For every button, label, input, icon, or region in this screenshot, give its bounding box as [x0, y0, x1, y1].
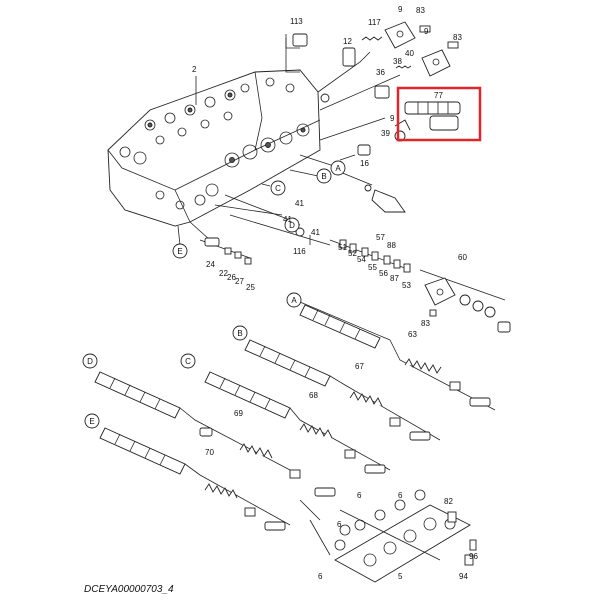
callout-D-spool: D	[82, 353, 98, 369]
callout-E-spool-label: E	[89, 417, 94, 426]
callout-C-spool: C	[180, 353, 196, 369]
label-60: 60	[458, 253, 467, 262]
label-55: 55	[368, 263, 377, 272]
label-51: 51	[338, 243, 347, 252]
label-5: 5	[398, 572, 403, 581]
label-113: 113	[290, 17, 303, 26]
callout-E: E	[172, 243, 188, 259]
solenoid-valve-77	[394, 101, 461, 142]
label-69: 69	[234, 409, 243, 418]
spring-69	[199, 427, 336, 497]
callout-B-spool: B	[232, 325, 248, 341]
callout-C-label: C	[275, 184, 281, 193]
label-6-b: 6	[357, 491, 362, 500]
cover-plate-5	[299, 489, 477, 583]
callout-E-label: E	[177, 247, 182, 256]
label-41-b: 41	[283, 215, 292, 224]
label-67: 67	[355, 362, 364, 371]
label-57: 57	[376, 233, 385, 242]
label-6-d: 6	[318, 572, 323, 581]
label-116: 116	[293, 247, 306, 256]
label-12: 12	[343, 37, 352, 46]
spool-C	[204, 371, 391, 471]
label-27: 27	[235, 277, 244, 286]
label-82: 82	[444, 497, 453, 506]
row-small-parts	[329, 239, 411, 273]
highlight-box-77	[396, 86, 482, 142]
label-68: 68	[309, 391, 318, 400]
callout-D-label: D	[289, 221, 295, 230]
callout-D: D	[284, 217, 300, 233]
label-96: 96	[469, 552, 478, 561]
spool-D	[94, 371, 291, 471]
label-70: 70	[205, 448, 214, 457]
spool-A	[299, 301, 391, 349]
spool-B	[244, 339, 441, 441]
label-6-a: 6	[337, 520, 342, 529]
label-41-a: 41	[295, 199, 304, 208]
valve-body	[107, 69, 321, 227]
relief-valve-60	[419, 269, 511, 333]
label-54: 54	[357, 255, 366, 264]
callout-D-spool-label: D	[87, 357, 93, 366]
label-94: 94	[459, 572, 468, 581]
callout-A-label: A	[335, 164, 341, 173]
label-24: 24	[206, 260, 215, 269]
label-9-top: 9	[398, 5, 403, 14]
label-22: 22	[219, 269, 228, 278]
label-39: 39	[381, 129, 390, 138]
label-56: 56	[379, 269, 388, 278]
label-40: 40	[405, 49, 414, 58]
callout-C: C	[270, 180, 286, 196]
callout-B-label: B	[321, 172, 326, 181]
label-83-low: 83	[421, 319, 430, 328]
label-36: 36	[376, 68, 385, 77]
label-38: 38	[393, 57, 402, 66]
label-77: 77	[434, 91, 443, 100]
spring-68	[299, 423, 386, 474]
label-63: 63	[408, 330, 417, 339]
label-53: 53	[402, 281, 411, 290]
label-83-mid: 83	[453, 33, 462, 42]
label-83-top: 83	[416, 6, 425, 15]
label-16: 16	[360, 159, 369, 168]
callout-A-spool-label: A	[291, 296, 297, 305]
spring-63	[389, 339, 496, 411]
label-87: 87	[390, 274, 399, 283]
label-52: 52	[348, 249, 357, 258]
mid-right-parts	[295, 144, 406, 237]
callout-B: B	[316, 168, 332, 184]
label-6-c: 6	[398, 491, 403, 500]
label-2: 2	[192, 65, 197, 74]
callout-A-spool: A	[286, 292, 302, 308]
label-25: 25	[246, 283, 255, 292]
part-labels: 113 117 12 9 83 40 9 83 2 38 36 77 9 39 …	[192, 5, 478, 581]
spring-67	[349, 391, 431, 441]
top-parts	[285, 21, 459, 103]
label-88: 88	[387, 241, 396, 250]
label-117: 117	[368, 18, 381, 27]
callout-A: A	[330, 160, 346, 176]
callout-C-spool-label: C	[185, 357, 191, 366]
left-small-parts	[189, 221, 252, 265]
drawing-caption: DCEYA00000703_4	[84, 584, 174, 595]
label-26: 26	[227, 273, 236, 282]
callout-E-spool: E	[84, 413, 100, 429]
spring-70	[204, 483, 286, 531]
spool-E	[99, 427, 291, 526]
callout-B-spool-label: B	[237, 329, 242, 338]
label-41-c: 41	[311, 228, 320, 237]
label-9-side: 9	[390, 114, 395, 123]
label-9-mid: 9	[424, 27, 429, 36]
